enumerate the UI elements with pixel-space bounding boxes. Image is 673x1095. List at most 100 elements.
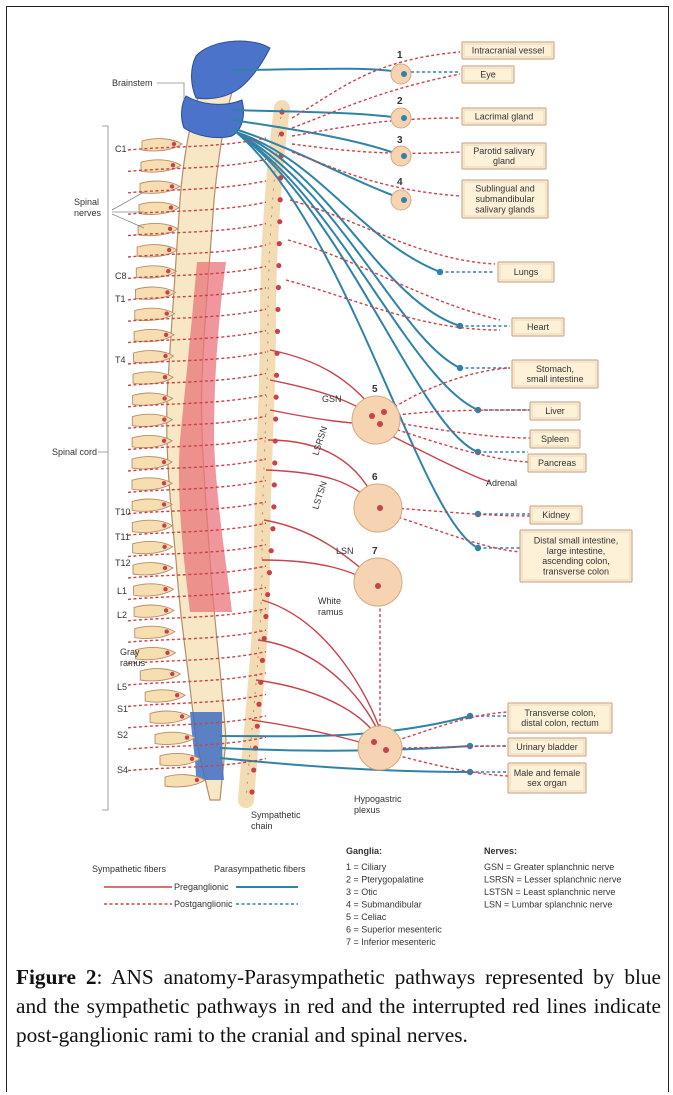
- level-l5: L5: [117, 682, 127, 692]
- level-s2: S2: [117, 730, 128, 740]
- nerve-root-dot: [165, 651, 169, 655]
- legend-ganglion-item: 4 = Submandibular: [346, 900, 422, 910]
- nerve-root-dot: [162, 523, 166, 527]
- legend-ganglion-item: 1 = Ciliary: [346, 862, 387, 872]
- organ-label: Heart: [527, 322, 550, 332]
- organ-box-13: Transverse colon,distal colon, rectum: [508, 703, 612, 733]
- chain-ganglion-dot: [256, 702, 261, 707]
- nerve-root-dot: [162, 545, 166, 549]
- nerve-root-dot: [170, 184, 174, 188]
- organ-box-9: Spleen: [530, 430, 580, 448]
- brainstem-label: Brainstem: [112, 78, 153, 88]
- legend: Sympathetic fibers Parasympathetic fiber…: [92, 846, 621, 947]
- chain-ganglion-dot: [270, 526, 275, 531]
- ganglion-number-3: 3: [397, 135, 403, 146]
- ganglion-number-5: 5: [372, 384, 378, 395]
- nerve-root-dot: [164, 333, 168, 337]
- chain-ganglion-dot: [275, 329, 280, 334]
- legend-nerves-title: Nerves:: [484, 846, 517, 856]
- organ-box-0: Intracranial vessel: [462, 42, 554, 59]
- organ-box-1: Eye: [462, 66, 514, 83]
- chain-ganglion-dot: [260, 658, 265, 663]
- legend-nerve-item: GSN = Greater splanchnic nerve: [484, 862, 614, 872]
- chain-ganglion-dot: [278, 197, 283, 202]
- parasympathetic-ganglion-dot: [437, 269, 443, 275]
- chain-ganglion-dot: [274, 373, 279, 378]
- structure-labels: Brainstem Spinalnerves Spinal cord GSN L…: [52, 78, 517, 831]
- chain-ganglion-dot: [272, 460, 277, 465]
- nerve-root-dot: [162, 481, 166, 485]
- organ-label: Kidney: [542, 510, 570, 520]
- nerve-root-dot: [162, 417, 166, 421]
- inferior-mesenteric-ganglion: [354, 558, 402, 606]
- chain-ganglion-dot: [269, 548, 274, 553]
- spinal-cord-label: Spinal cord: [52, 447, 97, 457]
- legend-postganglionic: Postganglionic: [174, 899, 233, 909]
- organ-label: Distal small intestine,large intestine,a…: [534, 535, 619, 576]
- ganglion-number-7: 7: [372, 546, 378, 557]
- legend-sympathetic-title: Sympathetic fibers: [92, 864, 167, 874]
- nerve-root-dot: [165, 629, 169, 633]
- chain-ganglion-dot: [272, 482, 277, 487]
- legend-ganglion-item: 3 = Otic: [346, 887, 378, 897]
- nerve-root-dot: [162, 460, 166, 464]
- level-s4: S4: [117, 765, 128, 775]
- white-ramus-label: Whiteramus: [318, 596, 344, 617]
- chain-ganglion-dot: [251, 767, 256, 772]
- chain-ganglion-dot: [263, 614, 268, 619]
- gsn-label: GSN: [322, 394, 342, 404]
- nerve-root-dot: [195, 778, 199, 782]
- nerve-root-dot: [162, 502, 166, 506]
- organ-label: Intracranial vessel: [472, 46, 545, 56]
- organ-label: Pancreas: [538, 458, 577, 468]
- nerve-root-dot: [164, 608, 168, 612]
- chain-ganglion-dot: [277, 219, 282, 224]
- nerve-root-dot: [166, 269, 170, 273]
- nerve-root-dot: [185, 735, 189, 739]
- ganglion-number-2: 2: [397, 96, 403, 107]
- legend-nerve-item: LSTSN = Least splanchnic nerve: [484, 887, 615, 897]
- level-t12: T12: [115, 558, 131, 568]
- organ-label: Spleen: [541, 434, 569, 444]
- chain-ganglion-dot: [276, 285, 281, 290]
- organ-box-6: Heart: [512, 318, 564, 336]
- level-s1: S1: [117, 704, 128, 714]
- legend-ganglion-item: 7 = Inferior mesenteric: [346, 937, 436, 947]
- organ-box-10: Pancreas: [528, 454, 586, 472]
- nerve-root-dot: [165, 311, 169, 315]
- legend-ganglion-item: 6 = Superior mesenteric: [346, 925, 442, 935]
- organ-box-2: Lacrimal gland: [462, 108, 546, 125]
- organ-box-5: Lungs: [498, 262, 554, 282]
- legend-preganglionic: Preganglionic: [174, 882, 229, 892]
- legend-nerve-item: LSRSN = Lesser splanchnic nerve: [484, 875, 621, 885]
- nerve-root-dot: [165, 290, 169, 294]
- celiac-ganglion: [352, 396, 400, 444]
- organ-label: Transverse colon,distal colon, rectum: [521, 708, 599, 728]
- legend-ganglion-item: 5 = Celiac: [346, 912, 387, 922]
- chain-ganglion-dot: [255, 724, 260, 729]
- chain-ganglion-dot: [276, 263, 281, 268]
- legend-ganglia-title: Ganglia:: [346, 846, 382, 856]
- nerve-root-dot: [162, 396, 166, 400]
- nerve-root-dot: [163, 354, 167, 358]
- ganglion-number-6: 6: [372, 472, 378, 483]
- level-t11: T11: [115, 532, 130, 542]
- chain-ganglion-dot: [267, 570, 272, 575]
- lsn-label: LSN: [336, 546, 354, 556]
- chain-ganglion-dot: [273, 438, 278, 443]
- nerve-root-dot: [190, 757, 194, 761]
- organ-label: Sublingual andsubmandibularsalivary glan…: [475, 184, 535, 215]
- organ-box-12: Distal small intestine,large intestine,a…: [520, 530, 632, 582]
- chain-ganglion-dot: [279, 131, 284, 136]
- organ-box-3: Parotid salivarygland: [462, 143, 546, 169]
- level-t1: T1: [115, 294, 126, 304]
- nerve-root-dot: [163, 375, 167, 379]
- legend-parasympathetic-title: Parasympathetic fibers: [214, 864, 306, 874]
- figure-caption: Figure 2: ANS anatomy-Parasympathetic pa…: [16, 963, 661, 1050]
- parasympathetic-ganglion-dot: [475, 545, 481, 551]
- caption-label: Figure 2: [16, 965, 97, 989]
- hypogastric-plexus-node: [358, 726, 402, 770]
